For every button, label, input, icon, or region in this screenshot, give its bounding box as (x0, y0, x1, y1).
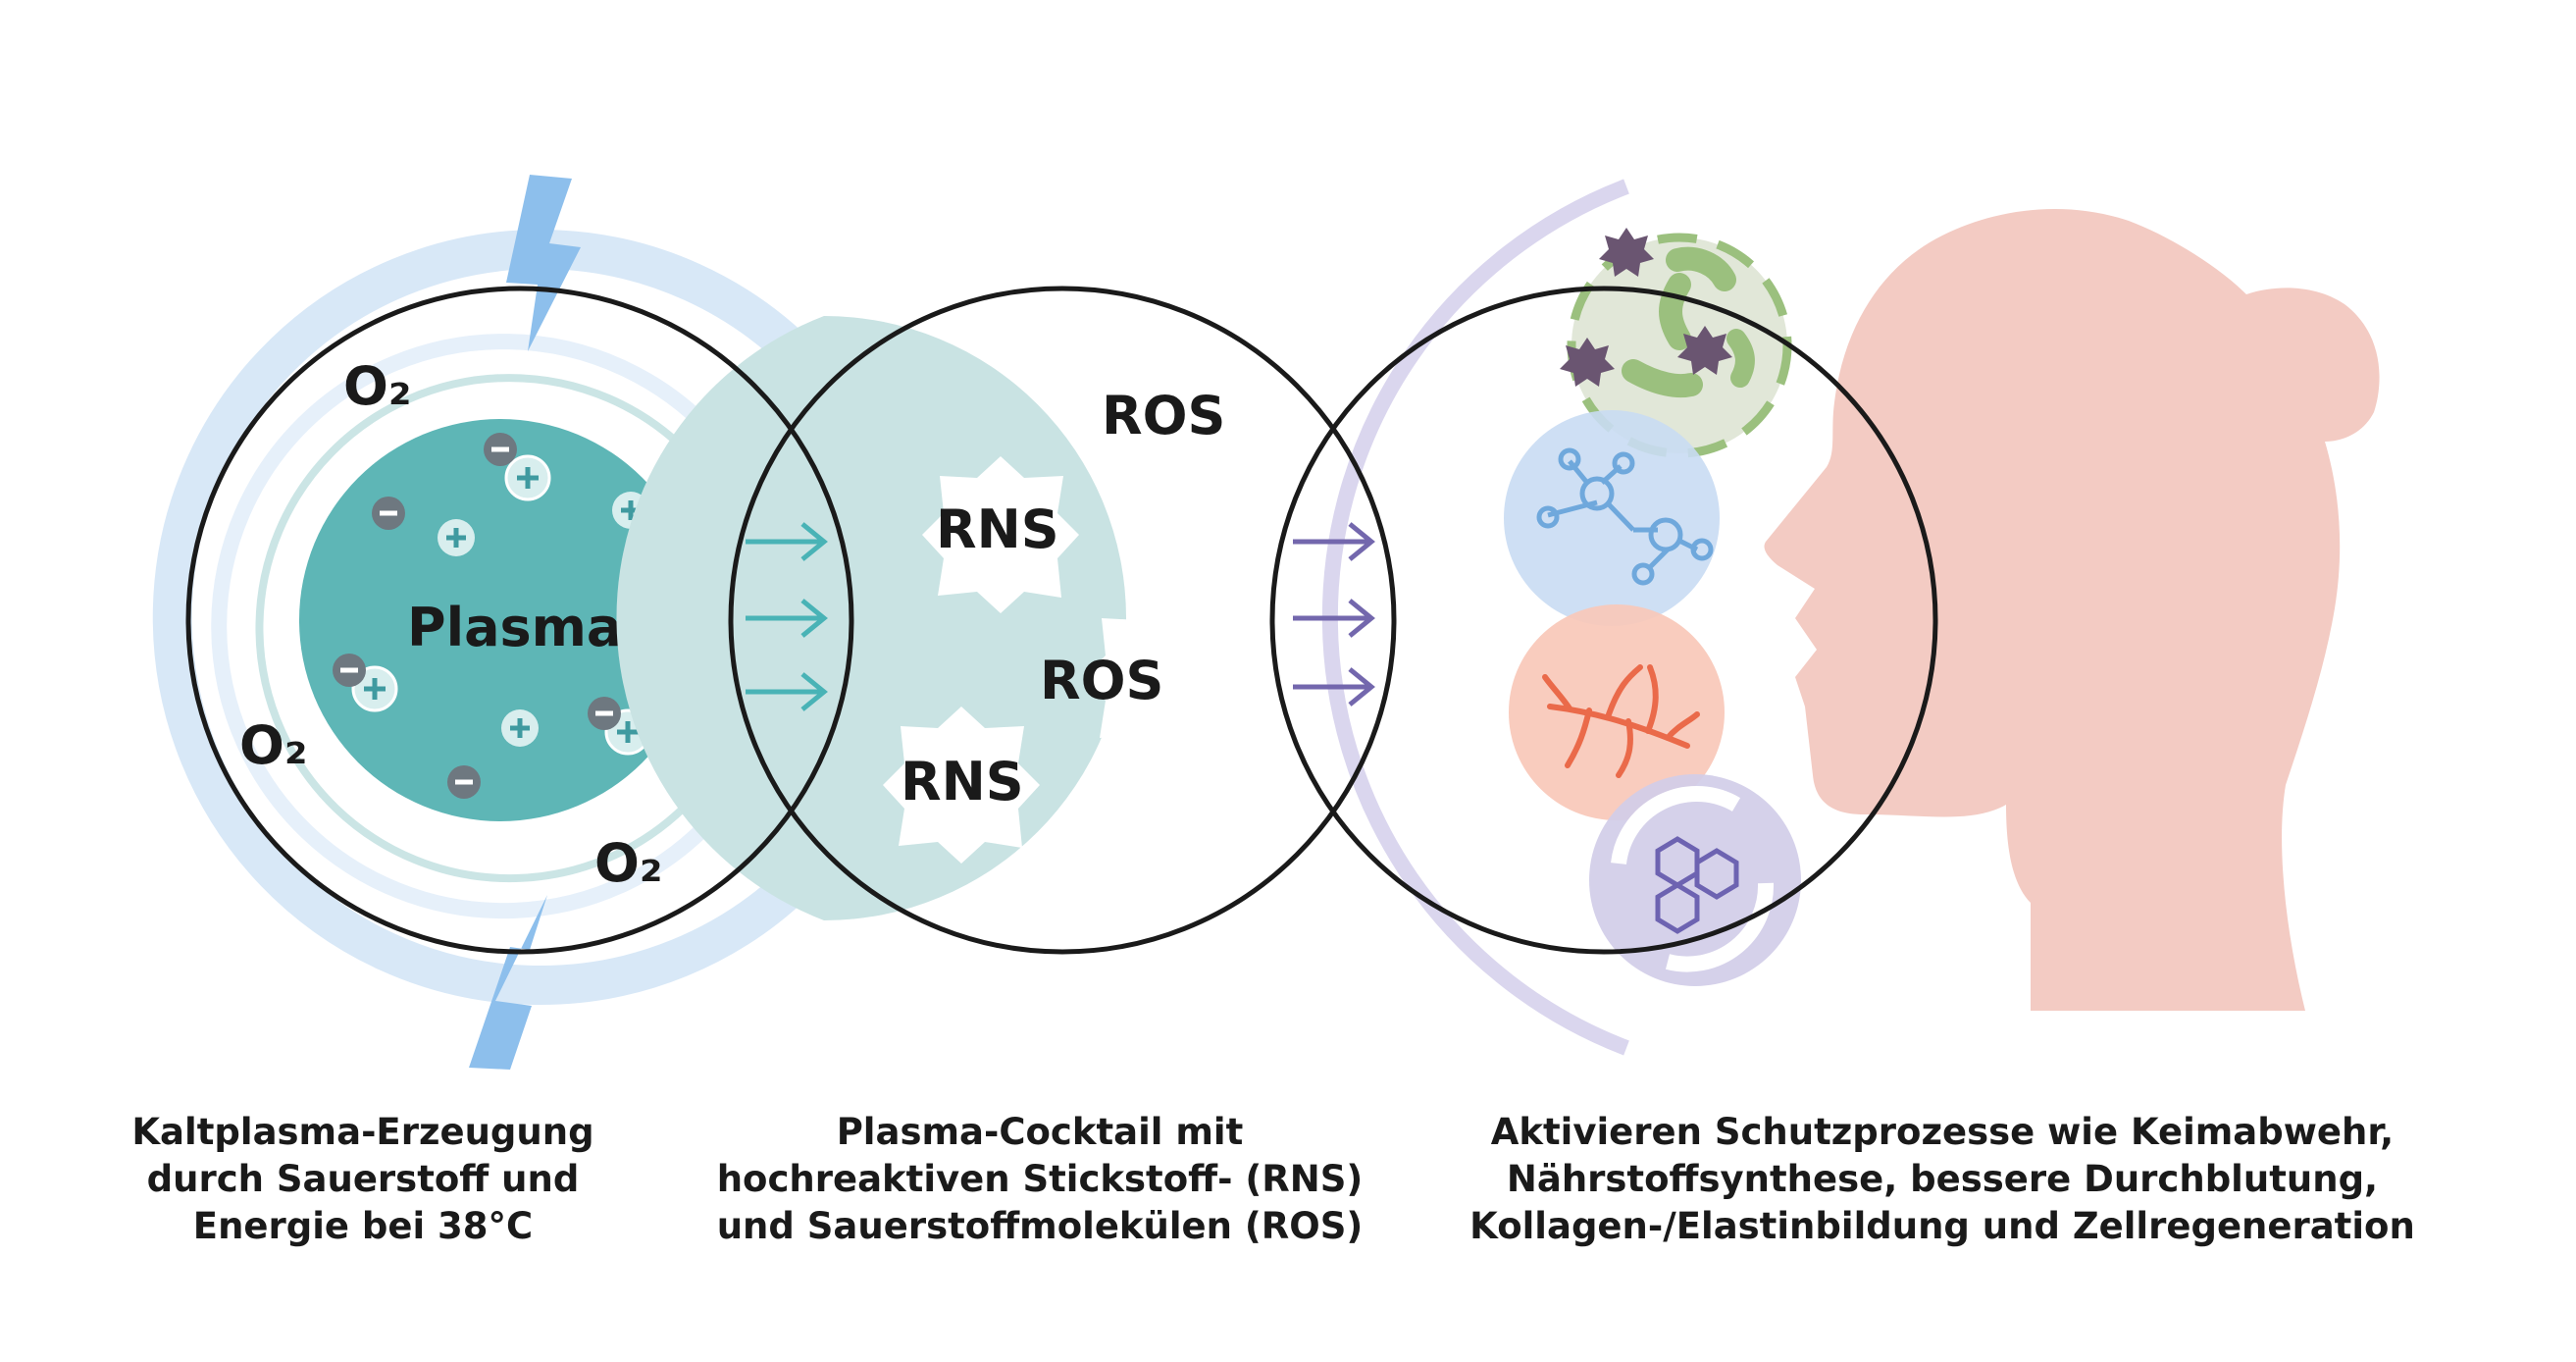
virus-icon (1599, 228, 1654, 277)
teal-arrow-icon (746, 522, 828, 561)
purple-arrow-icon (1293, 667, 1375, 707)
plasma-cocktail-stage: ROS RNS ROS RNS (616, 316, 1241, 920)
rns-label-1: RNS (936, 498, 1059, 560)
caption-protection-processes: Aktivieren Schutzprozesse wie Keimabwehr… (1469, 1111, 2415, 1247)
teal-arrow-icon (746, 672, 828, 711)
minus-charge-icon (447, 765, 481, 799)
stage-outline-2 (728, 286, 1397, 955)
arrows-to-cocktail (746, 522, 828, 711)
minus-charge-icon (333, 654, 366, 687)
oxygen-label-left: O₂ (239, 714, 308, 776)
stage-outline-3 (1269, 286, 1938, 955)
ros-label-2: ROS (1040, 650, 1163, 711)
rns-star-2 (883, 707, 1040, 864)
rns-star-1 (922, 456, 1079, 613)
purple-arrow-icon (1293, 522, 1375, 561)
rns-label-2: RNS (901, 751, 1024, 812)
plus-charge-icon (501, 709, 539, 747)
virus-icon (1560, 338, 1615, 387)
protection-stage (1321, 179, 2380, 1056)
ros-label-1: ROS (1102, 385, 1225, 446)
virus-icon (1677, 326, 1732, 375)
teal-arrow-icon (746, 599, 828, 638)
lightning-bolt-icon (469, 895, 547, 1070)
minus-charge-icon (372, 497, 405, 530)
stage-outlines (185, 286, 1938, 955)
cell-regeneration-icon (1589, 774, 1801, 986)
arrows-to-skin (1293, 522, 1375, 707)
minus-charge-icon (484, 433, 517, 466)
minus-charge-icon (588, 697, 621, 730)
ros-star-2 (1084, 599, 1241, 756)
caption-plasma-cocktail: Plasma-Cocktail mit hochreaktiven Sticks… (716, 1111, 1364, 1247)
head-silhouette-icon (1764, 209, 2380, 1011)
plus-charge-icon (504, 454, 551, 501)
oxygen-label-bottom: O₂ (594, 832, 663, 894)
lightning-bolt-icon (506, 175, 581, 351)
plasma-halo-ring (255, 374, 695, 883)
purple-arrow-icon (1293, 599, 1375, 638)
oxygen-label-top: O₂ (343, 355, 412, 417)
caption-plasma-generation: Kaltplasma-Erzeugung durch Sauerstoff un… (131, 1111, 594, 1247)
molecule-icon (1504, 410, 1720, 626)
stage-outline-1 (185, 286, 854, 955)
inner-energy-ring (211, 334, 720, 919)
blood-vessel-icon (1509, 604, 1725, 820)
plus-charge-icon (438, 519, 475, 556)
plasma-label: Plasma (407, 597, 622, 658)
ros-star-1 (1097, 341, 1238, 483)
